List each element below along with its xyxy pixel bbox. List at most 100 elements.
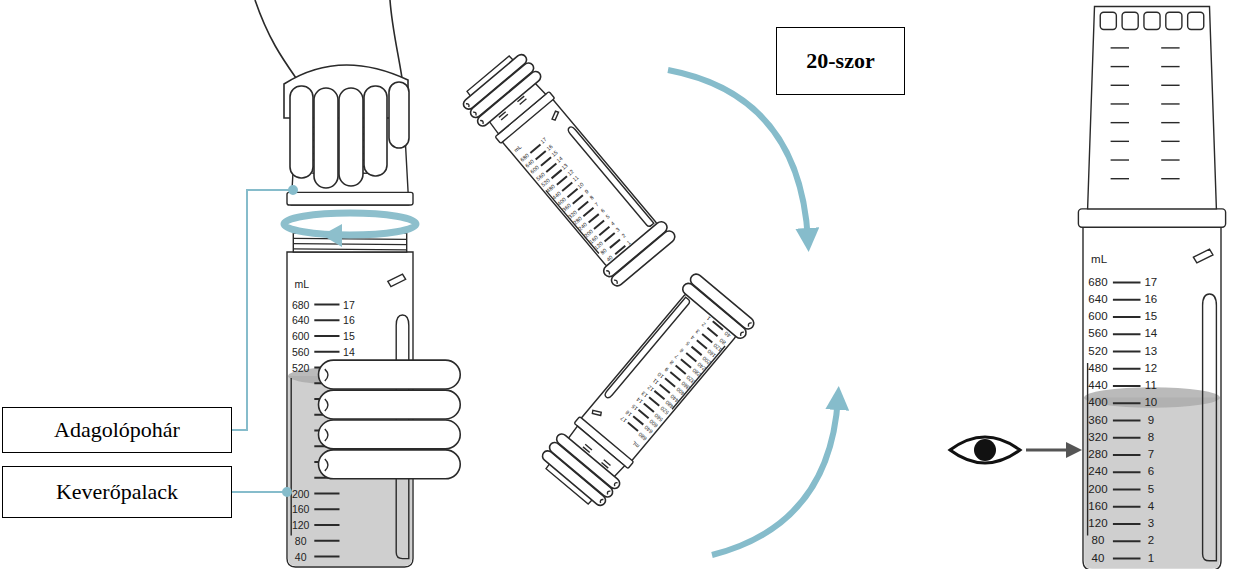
scale-tick (654, 391, 664, 399)
mixing-bottle (287, 233, 460, 567)
scale-label: 80 (1092, 536, 1105, 548)
scale-tick (567, 189, 577, 197)
scale-tick (530, 145, 540, 153)
scale-tick (314, 540, 339, 542)
scale-tick (541, 157, 551, 165)
scale-tick (314, 556, 339, 558)
scale-tick (1113, 351, 1141, 353)
cup-tick (1161, 178, 1179, 179)
bottle-body (1083, 225, 1221, 569)
scale-label: 6 (679, 347, 685, 353)
scale-label: 3 (616, 227, 622, 233)
scale-label: 2 (701, 321, 707, 327)
dosing-cup (1088, 7, 1217, 209)
scale-tick (314, 493, 339, 495)
finger (319, 390, 461, 419)
fingernail (606, 490, 610, 494)
scale-tick (314, 524, 339, 526)
cup-window (1100, 12, 1116, 29)
scale-label: 4 (1148, 501, 1154, 513)
scale-tick (1113, 558, 1141, 560)
cup-tick (1161, 141, 1179, 142)
scale-label: 17 (343, 299, 355, 310)
scale-label: 14 (556, 156, 564, 164)
cup-tick (1111, 47, 1129, 48)
scale-tick (649, 397, 659, 405)
scale-tick (573, 195, 583, 203)
scale-tick (633, 416, 643, 424)
scale-label: 680 (292, 299, 310, 310)
scale-tick (1113, 420, 1141, 422)
cup-window (1144, 12, 1160, 29)
scale-tick (314, 335, 339, 337)
scale-label: 40 (606, 255, 614, 263)
scale-label: 600 (1088, 311, 1107, 323)
scale-tick (605, 233, 615, 241)
flip-arrow (668, 70, 808, 240)
fingernail (325, 459, 328, 471)
view-arrow (1026, 449, 1068, 452)
scale-label: 80 (600, 248, 608, 256)
label-box: 20-szor (776, 27, 905, 95)
finger (609, 229, 677, 289)
scale-label: 680 (1088, 277, 1107, 289)
scale-tick (697, 340, 707, 348)
scale-label: mL (631, 439, 640, 448)
cup-tick (1111, 66, 1129, 67)
box-label: 20-szor (806, 48, 874, 74)
scale-label: 15 (631, 403, 639, 411)
cup-tick (1111, 141, 1129, 142)
scale-label: 600 (292, 331, 310, 342)
scale-tick (1113, 299, 1141, 301)
grip-line (672, 346, 725, 409)
scale-tick (314, 304, 339, 306)
scale-tick (707, 328, 717, 336)
finger (364, 86, 387, 176)
cup-tick (1111, 122, 1129, 123)
scale-tick (686, 353, 696, 361)
scale-label: 17 (1144, 277, 1157, 289)
scale-label: 10 (1144, 398, 1157, 410)
grip-line (291, 378, 292, 536)
scale-label: 320 (1088, 432, 1107, 444)
scale-tick (583, 208, 593, 216)
scale-tick (1113, 316, 1141, 318)
scale-tick (1113, 402, 1141, 404)
mixing-bottle (537, 272, 756, 512)
cup-tick (1111, 103, 1129, 104)
scale-tick (589, 214, 599, 222)
scale-label: 280 (1088, 449, 1107, 461)
scale-tick (1113, 368, 1141, 370)
scale-label: 8 (1148, 432, 1154, 444)
scale-label: 200 (292, 488, 310, 499)
scale-label: 16 (343, 315, 355, 326)
scale-label: 80 (295, 536, 307, 547)
scale-label: 480 (1088, 363, 1107, 375)
grip-line (546, 190, 599, 253)
scale-tick (1113, 333, 1141, 335)
view-arrow-head (1066, 442, 1082, 458)
scale-label: 4 (610, 220, 616, 226)
arrow-head (322, 224, 342, 247)
scale-label: 13 (1144, 346, 1157, 358)
grip-panel (567, 125, 654, 227)
scale-label: 2 (1148, 536, 1154, 548)
scale-label: 40 (724, 330, 732, 338)
scale-label: 1 (706, 315, 712, 321)
liquid (1084, 398, 1220, 569)
leader-dot (283, 488, 291, 496)
scale-label: 40 (295, 551, 307, 562)
scale-tick (314, 319, 339, 321)
scale-tick (660, 385, 670, 393)
leader-line (232, 190, 293, 430)
thread-line (293, 244, 406, 245)
scale-tick (628, 422, 638, 430)
scale-label: 40 (1092, 553, 1105, 565)
label-box: Adagolópohár (2, 407, 232, 453)
scale-tick (610, 239, 620, 247)
thread-line (293, 249, 406, 250)
scale-label: 11 (572, 175, 580, 183)
scale-tick (557, 176, 567, 184)
scale-label: 1 (626, 239, 632, 245)
finger (314, 88, 338, 188)
